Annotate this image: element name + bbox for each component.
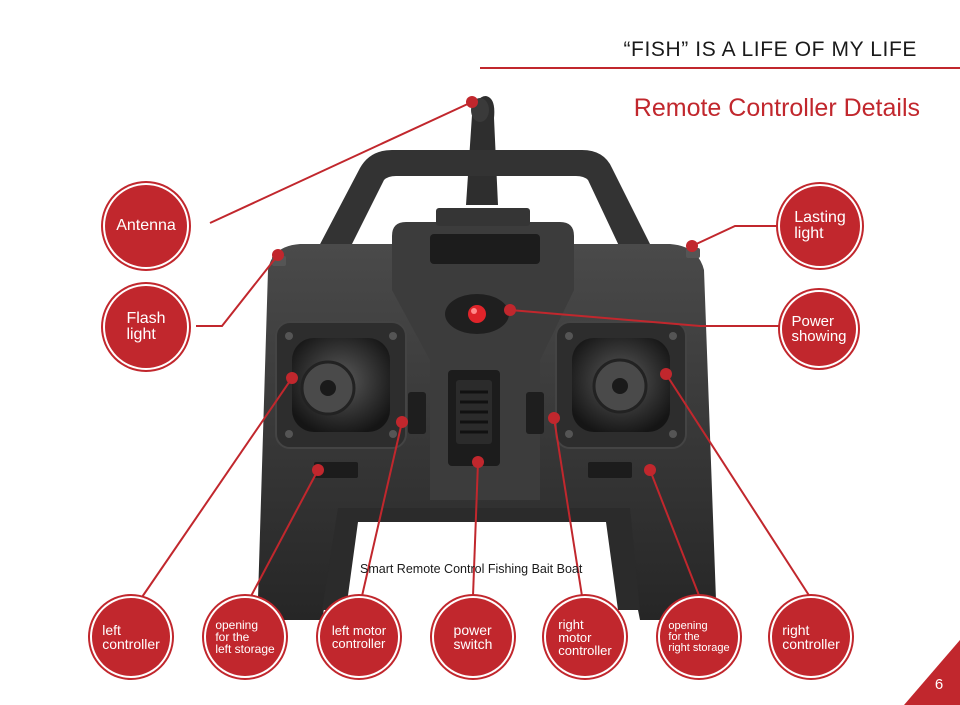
callout-power-showing: Power showing	[782, 292, 856, 366]
right-storage-switch	[588, 462, 632, 478]
power-led	[468, 305, 486, 323]
callout-left-motor-controller: left motor controller	[320, 598, 398, 676]
callout-antenna-label: Antenna	[116, 218, 176, 234]
power-switch-part	[448, 370, 500, 466]
callout-lasting-light-label: Lasting light	[794, 210, 846, 242]
callout-right-controller: right controller	[772, 598, 850, 676]
left-motor-slider	[408, 392, 426, 434]
callout-lasting-light: Lasting light	[780, 186, 860, 266]
callout-left-controller: left controller	[92, 598, 170, 676]
callout-opening-right-storage-label: opening for the right storage	[668, 621, 729, 654]
page-number-tab	[904, 640, 960, 705]
page-number: 6	[929, 676, 949, 693]
device-label: Smart Remote Control Fishing Bait Boat	[360, 562, 620, 576]
right-stick	[556, 322, 686, 448]
callout-power-showing-label: Power showing	[791, 314, 846, 344]
callout-opening-left-storage: opening for the left storage	[206, 598, 284, 676]
callout-power-switch: power switch	[434, 598, 512, 676]
left-stick	[276, 322, 406, 448]
callout-right-motor-controller: right motor controller	[546, 598, 624, 676]
callout-power-switch-label: power switch	[454, 623, 493, 651]
callout-right-controller-label: right controller	[782, 623, 840, 651]
callout-flash-light: Flash light	[105, 286, 187, 368]
callout-left-controller-label: left controller	[102, 623, 160, 651]
callout-antenna: Antenna	[105, 185, 187, 267]
callout-flash-light-label: Flash light	[126, 311, 165, 343]
callout-opening-right-storage: opening for the right storage	[660, 598, 738, 676]
callout-opening-left-storage-label: opening for the left storage	[215, 619, 274, 655]
right-motor-slider	[526, 392, 544, 434]
callout-right-motor-controller-label: right motor controller	[558, 618, 611, 657]
console-top	[436, 208, 530, 226]
display-window	[430, 234, 540, 264]
callout-left-motor-controller-label: left motor controller	[332, 624, 386, 650]
